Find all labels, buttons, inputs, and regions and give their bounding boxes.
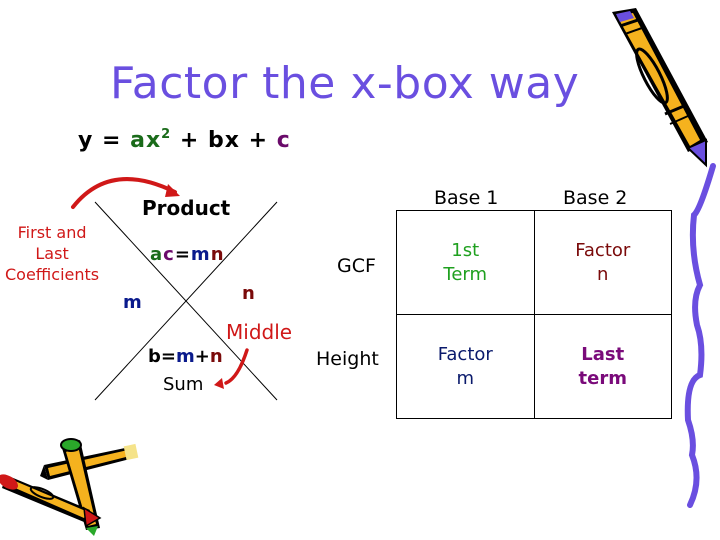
row-header-gcf: GCF <box>337 255 376 277</box>
product-c: c <box>163 244 175 265</box>
product-n: n <box>210 244 225 265</box>
cell-line: n <box>597 263 609 285</box>
sum-eq: = <box>160 346 176 367</box>
equation-plus-1: + <box>179 128 200 153</box>
flc-line-2: Last <box>35 244 69 263</box>
box-row: Factor m Last term <box>396 314 672 419</box>
equation-exponent: 2 <box>161 127 172 142</box>
x-line-2 <box>94 201 278 401</box>
cell-line: Term <box>443 263 488 285</box>
cell-line: Last <box>581 343 625 365</box>
sum-equation: b=m+n <box>148 346 223 367</box>
col-header-base-1: Base 1 <box>434 187 499 209</box>
row-header-height: Height <box>316 348 379 370</box>
equation-c-term: c <box>276 128 291 153</box>
sum-label: Sum <box>163 374 204 395</box>
cell-last-term: Last term <box>533 314 672 419</box>
cell-first-term: 1st Term <box>396 210 535 315</box>
box-row: 1st Term Factor n <box>396 210 672 315</box>
product-arrow-icon <box>71 177 180 209</box>
squiggle-line-icon <box>684 163 716 508</box>
sum-b: b <box>148 346 161 367</box>
equation-y: y <box>78 128 94 153</box>
flc-line-1: First and <box>17 223 87 242</box>
product-m: m <box>190 244 211 265</box>
cell-factor-m: Factor m <box>396 314 535 419</box>
crayons-icon <box>0 438 139 536</box>
cell-line: 1st <box>451 239 480 261</box>
slide-title: Factor the x-box way <box>110 58 580 109</box>
cell-line: term <box>578 367 627 389</box>
flc-line-3: Coefficients <box>5 265 100 284</box>
left-value-m: m <box>123 292 142 313</box>
product-equation: ac=mn <box>150 244 225 265</box>
col-header-base-2: Base 2 <box>563 187 628 209</box>
product-eq: = <box>174 244 191 265</box>
cell-line: m <box>456 367 475 389</box>
equation-equals: = <box>102 128 122 153</box>
equation-plus-2: + <box>248 128 269 153</box>
factor-box: 1st Term Factor n Factor m Last term <box>396 210 672 419</box>
sum-plus: + <box>194 346 210 367</box>
cell-line: Factor <box>575 239 631 261</box>
middle-arrow-icon <box>214 348 249 389</box>
product-label: Product <box>142 196 231 220</box>
first-last-coefficients-label: First and Last Coefficients <box>5 222 99 285</box>
cell-factor-n: Factor n <box>533 210 672 315</box>
cell-line: Factor <box>437 343 493 365</box>
sum-n: n <box>209 346 223 367</box>
equation-b-term: bx <box>208 128 240 153</box>
right-value-n: n <box>242 283 255 304</box>
product-a: a <box>150 244 164 265</box>
middle-label: Middle <box>226 320 293 344</box>
sum-m: m <box>175 346 195 367</box>
pencil-icon <box>612 8 708 168</box>
quadratic-equation: y = ax2 + bx + c <box>78 127 291 153</box>
equation-a-term: ax2 <box>130 127 172 153</box>
